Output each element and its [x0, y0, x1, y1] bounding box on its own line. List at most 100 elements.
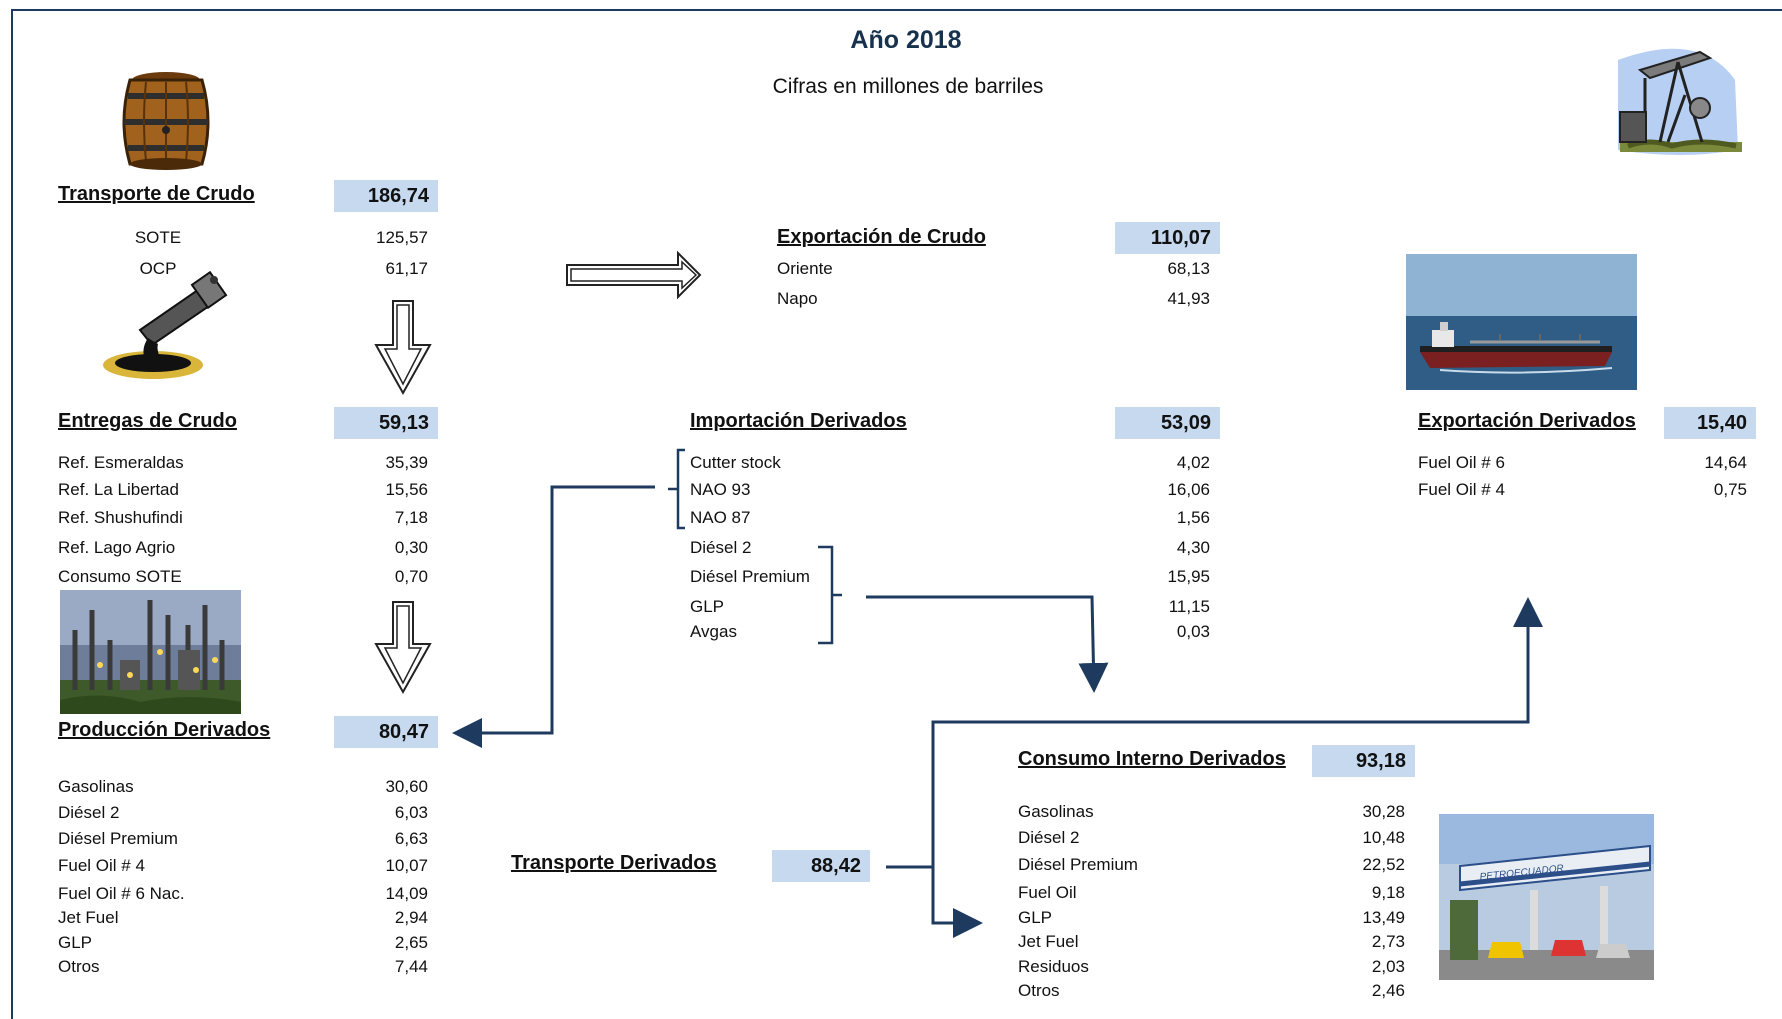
produccion-derivados-total: 80,47	[334, 716, 438, 748]
list-item-label: Ref. Lago Agrio	[58, 538, 176, 557]
list-item-label: Diésel 2	[1018, 828, 1080, 847]
arrow-down-to-produccion	[374, 601, 432, 695]
list-item-value: 30,60	[385, 777, 428, 796]
list-item-label: Gasolinas	[1018, 802, 1094, 821]
bracket-import-group-2	[818, 545, 842, 645]
list-item-value: 0,03	[1176, 622, 1210, 641]
exportacion-crudo-title: Exportación de Crudo	[777, 226, 986, 248]
produccion-derivados-title: Producción Derivados	[58, 719, 271, 741]
oil-pipe-spill-icon	[103, 270, 228, 379]
list-item-value: 15,56	[385, 480, 428, 499]
arrow-to-export-crude	[566, 250, 702, 300]
transporte-derivados-total: 88,42	[772, 850, 870, 882]
list-item-value: 16,06	[1167, 480, 1210, 499]
page-title: Año 2018	[850, 26, 962, 54]
list-item-label: Diésel Premium	[1018, 855, 1138, 874]
diagram-frame	[11, 9, 1782, 1019]
list-item-label: Gasolinas	[58, 777, 134, 796]
connector-transporte-to-consumo	[886, 597, 1543, 869]
list-item-label: Diésel 2	[690, 538, 752, 557]
list-item-label: Jet Fuel	[58, 908, 119, 927]
list-item-value: 68,13	[1167, 259, 1210, 278]
list-item-label: Diésel 2	[58, 803, 120, 822]
list-item-label: Napo	[777, 289, 818, 308]
connector-import-to-produccion	[452, 485, 655, 748]
list-item-label: Fuel Oil # 4	[58, 856, 145, 875]
list-item-value: 15,95	[1167, 567, 1210, 586]
connector-import-to-consumo	[866, 595, 1109, 693]
list-item-label: Otros	[1018, 981, 1060, 1000]
list-item-value: 0,70	[394, 567, 428, 586]
list-item-label: Diésel Premium	[690, 567, 810, 586]
list-item-label: Consumo SOTE	[58, 567, 182, 586]
exportacion-crudo-total: 110,07	[1115, 222, 1220, 254]
list-item-value: 41,93	[1167, 289, 1210, 308]
petroecuador-gas-station-photo: PETROECUADOR	[1439, 814, 1654, 980]
list-item-value: 35,39	[385, 453, 428, 472]
list-item-label: OCP	[139, 259, 177, 278]
list-item-value: 7,18	[394, 508, 428, 527]
tanker-ship-photo	[1406, 254, 1637, 390]
list-item-label: GLP	[1018, 908, 1053, 927]
list-item-label: Fuel Oil # 6	[1418, 453, 1505, 472]
list-item-label: Oriente	[777, 259, 833, 278]
list-item-label: NAO 93	[690, 480, 751, 499]
transporte-crudo-total: 186,74	[334, 180, 438, 212]
list-item-value: 22,52	[1362, 855, 1405, 874]
list-item-value: 2,94	[394, 908, 428, 927]
list-item-value: 0,30	[394, 538, 428, 557]
list-item-value: 0,75	[1713, 480, 1747, 499]
list-item-value: 125,57	[376, 228, 428, 247]
list-item-label: Ref. Esmeraldas	[58, 453, 184, 472]
consumo-interno-title: Consumo Interno Derivados	[1018, 748, 1286, 770]
list-item-value: 6,63	[394, 829, 428, 848]
list-item-value: 14,64	[1704, 453, 1747, 472]
barrel-icon	[122, 72, 210, 170]
bracket-import-group-1	[668, 448, 685, 530]
list-item-label: Diésel Premium	[58, 829, 178, 848]
list-item-value: 2,65	[394, 933, 428, 952]
list-item-value: 4,30	[1176, 538, 1210, 557]
list-item-value: 11,15	[1168, 597, 1210, 616]
oil-pumpjack-icon	[1618, 48, 1742, 155]
list-item-label: SOTE	[134, 228, 182, 247]
list-item-label: Ref. Shushufindi	[58, 508, 183, 527]
entregas-crudo-title: Entregas de Crudo	[58, 410, 237, 432]
list-item-value: 30,28	[1362, 802, 1405, 821]
list-item-label: Fuel Oil # 4	[1418, 480, 1505, 499]
list-item-label: Jet Fuel	[1018, 932, 1079, 951]
list-item-label: Avgas	[690, 622, 737, 641]
list-item-label: Residuos	[1018, 957, 1089, 976]
list-item-value: 14,09	[385, 884, 428, 903]
page-subtitle: Cifras en millones de barriles	[772, 75, 1044, 98]
entregas-crudo-total: 59,13	[334, 407, 438, 439]
refinery-photo	[60, 590, 241, 714]
list-item-label: GLP	[690, 597, 725, 616]
exportacion-derivados-total: 15,40	[1664, 407, 1756, 439]
list-item-value: 2,03	[1371, 957, 1405, 976]
list-item-value: 2,46	[1371, 981, 1405, 1000]
list-item-value: 6,03	[394, 803, 428, 822]
exportacion-derivados-title: Exportación Derivados	[1418, 410, 1636, 432]
list-item-label: Ref. La Libertad	[58, 480, 179, 499]
transporte-derivados-title: Transporte Derivados	[511, 852, 717, 874]
list-item-label: Fuel Oil # 6 Nac.	[58, 884, 185, 903]
importacion-derivados-title: Importación Derivados	[690, 410, 907, 432]
list-item-value: 7,44	[394, 957, 428, 976]
list-item-value: 4,02	[1176, 453, 1210, 472]
list-item-value: 1,56	[1176, 508, 1210, 527]
list-item-value: 10,48	[1362, 828, 1405, 847]
importacion-derivados-total: 53,09	[1115, 407, 1220, 439]
list-item-value: 61,17	[385, 259, 428, 278]
list-item-value: 9,18	[1371, 883, 1405, 902]
list-item-label: NAO 87	[690, 508, 751, 527]
transporte-crudo-title: Transporte de Crudo	[58, 183, 255, 205]
list-item-label: GLP	[58, 933, 93, 952]
list-item-value: 13,49	[1362, 908, 1405, 927]
list-item-value: 10,07	[385, 856, 428, 875]
list-item-value: 2,73	[1371, 932, 1405, 951]
consumo-interno-total: 93,18	[1312, 745, 1415, 777]
arrow-down-to-entregas	[374, 300, 432, 396]
list-item-label: Fuel Oil	[1018, 883, 1077, 902]
